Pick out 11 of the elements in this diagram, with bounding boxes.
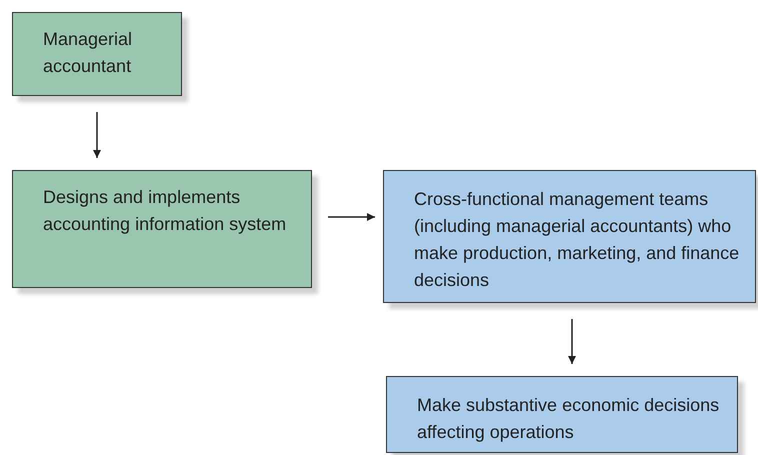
process-box xyxy=(12,170,312,288)
process-box xyxy=(383,170,756,303)
arrow xyxy=(328,213,375,221)
box-text: Make substantive economic decisions affecting operations xyxy=(417,394,720,444)
process-box xyxy=(386,376,738,453)
process-box xyxy=(12,12,182,96)
arrow xyxy=(568,319,576,364)
box-text: Designs and implements accounting information system xyxy=(43,186,288,236)
box-text: Managerial accountant xyxy=(43,28,134,78)
arrow xyxy=(93,112,101,158)
box-text: Cross-functional management teams (including managerial accountants) who make production, marketing, and finance decisions xyxy=(414,188,740,292)
